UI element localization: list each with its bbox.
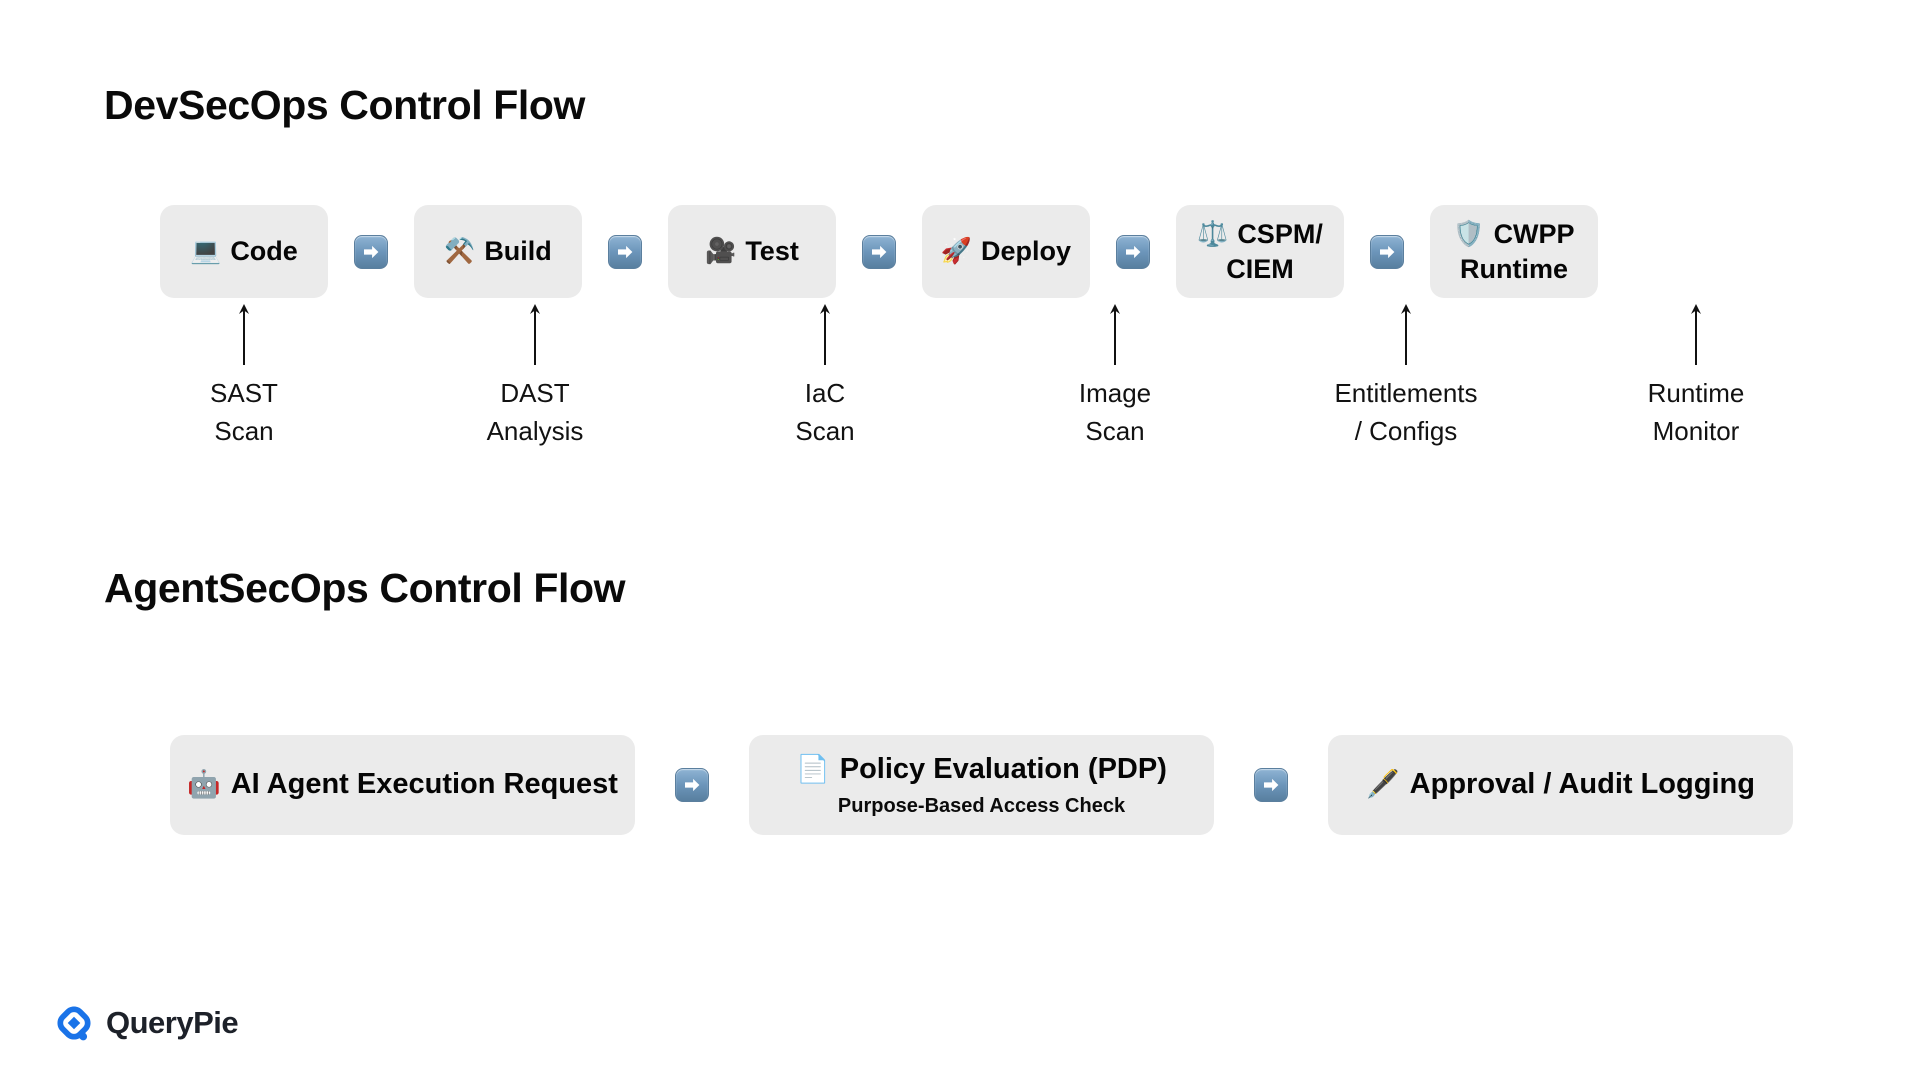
stage-label-cspm: CSPM/ [1237, 219, 1323, 250]
right-arrow-icon-6 [675, 768, 709, 802]
stage-label-row: 🎥 Test [705, 235, 799, 268]
stage-box-ai-agent-execution-request[interactable]: 🤖 AI Agent Execution Request [170, 735, 635, 835]
callout-text-runtime: Runtime Monitor [1647, 378, 1745, 446]
stage-label-row: 📄 Policy Evaluation (PDP) [796, 752, 1167, 788]
hammer-and-pick-icon: ⚒️ [444, 237, 476, 265]
callout-arrow-icon [1689, 303, 1703, 365]
callout-text-sast: SAST Scan [210, 378, 278, 446]
stage-box-policy-evaluation[interactable]: 📄 Policy Evaluation (PDP) Purpose-Based … [749, 735, 1214, 835]
stage-label-row: 🖋️ Approval / Audit Logging [1366, 767, 1755, 803]
brand-logo: QueryPie [55, 1004, 239, 1042]
stage-label-code: Code [230, 235, 298, 266]
stage-label-cwpp: CWPP [1493, 219, 1575, 250]
callout-sast: SAST Scan [134, 303, 354, 450]
callout-runtime: Runtime Monitor [1586, 303, 1806, 450]
callout-arrow-icon [818, 303, 832, 365]
stage-box-deploy[interactable]: 🚀 Deploy [922, 205, 1090, 298]
right-arrow-icon-3 [862, 234, 896, 269]
callout-arrow-icon [1108, 303, 1122, 365]
shield-icon: 🛡️ [1453, 219, 1485, 248]
stage-label-row-2: CIEM [1226, 252, 1294, 286]
callout-text-iac: IaC Scan [795, 378, 855, 446]
stage-label-row: 🚀 Deploy [941, 235, 1071, 268]
stage-label-ai-agent: AI Agent Execution Request [230, 768, 618, 801]
stage-label-test: Test [745, 235, 799, 266]
right-arrow-icon-2 [608, 234, 642, 269]
callout-text-dast: DAST Analysis [486, 378, 584, 446]
stage-label-row: 💻 Code [190, 235, 298, 268]
stage-label-row: ⚒️ Build [444, 235, 552, 268]
stage-sublabel-purpose-based-access-check: Purpose-Based Access Check [837, 794, 1126, 817]
movie-camera-icon: 🎥 [705, 237, 737, 265]
callout-dast: DAST Analysis [425, 303, 645, 450]
page-document-icon: 📄 [796, 754, 830, 785]
balance-scale-icon: ⚖️ [1197, 219, 1229, 248]
right-arrow-icon-4 [1116, 234, 1150, 269]
right-arrow-icon-1 [354, 234, 388, 269]
devsecops-flow-row: 💻 Code ⚒️ Build 🎥 Te [160, 205, 1598, 298]
agentsecops-section-title: AgentSecOps Control Flow [104, 565, 626, 611]
stage-label-approval-audit: Approval / Audit Logging [1409, 768, 1755, 801]
callout-text-entitlements: Entitlements / Configs [1334, 378, 1478, 446]
stage-label-row-2: Runtime [1460, 252, 1568, 286]
callout-iac: IaC Scan [715, 303, 935, 450]
fountain-pen-icon: 🖋️ [1366, 769, 1400, 800]
stage-box-test[interactable]: 🎥 Test [668, 205, 836, 298]
callout-arrow-icon [528, 303, 542, 365]
querypie-logo-icon [57, 1006, 91, 1041]
devsecops-section-title: DevSecOps Control Flow [104, 82, 585, 128]
callout-arrow-icon [1399, 303, 1413, 365]
right-arrow-icon-5 [1370, 234, 1404, 269]
callout-text-image: Image Scan [1078, 378, 1152, 446]
callout-image: Image Scan [1005, 303, 1225, 450]
stage-label-policy-evaluation: Policy Evaluation (PDP) [839, 753, 1167, 786]
rocket-icon: 🚀 [940, 237, 973, 265]
stage-box-code[interactable]: 💻 Code [160, 205, 328, 298]
stage-label-runtime: Runtime [1460, 253, 1568, 284]
laptop-icon: 💻 [190, 237, 222, 265]
callout-arrow-icon [237, 303, 251, 365]
robot-icon: 🤖 [187, 769, 221, 800]
stage-label-row: 🛡️ CWPP [1453, 217, 1574, 251]
right-arrow-icon-7 [1254, 768, 1288, 802]
stage-box-build[interactable]: ⚒️ Build [414, 205, 582, 298]
stage-label-deploy: Deploy [981, 235, 1072, 266]
stage-label-row: ⚖️ CSPM/ [1197, 217, 1323, 251]
brand-wordmark: QueryPie [106, 1005, 239, 1040]
stage-box-approval-audit-logging[interactable]: 🖋️ Approval / Audit Logging [1328, 735, 1793, 835]
stage-label-ciem: CIEM [1226, 253, 1294, 284]
stage-box-cspm-ciem[interactable]: ⚖️ CSPM/ CIEM [1176, 205, 1344, 298]
callout-entitlements: Entitlements / Configs [1296, 303, 1516, 450]
stage-label-row: 🤖 AI Agent Execution Request [187, 767, 618, 803]
stage-box-cwpp-runtime[interactable]: 🛡️ CWPP Runtime [1430, 205, 1598, 298]
agentsecops-flow-row: 🤖 AI Agent Execution Request 📄 Policy Ev… [170, 735, 1793, 835]
stage-label-build: Build [484, 235, 552, 266]
